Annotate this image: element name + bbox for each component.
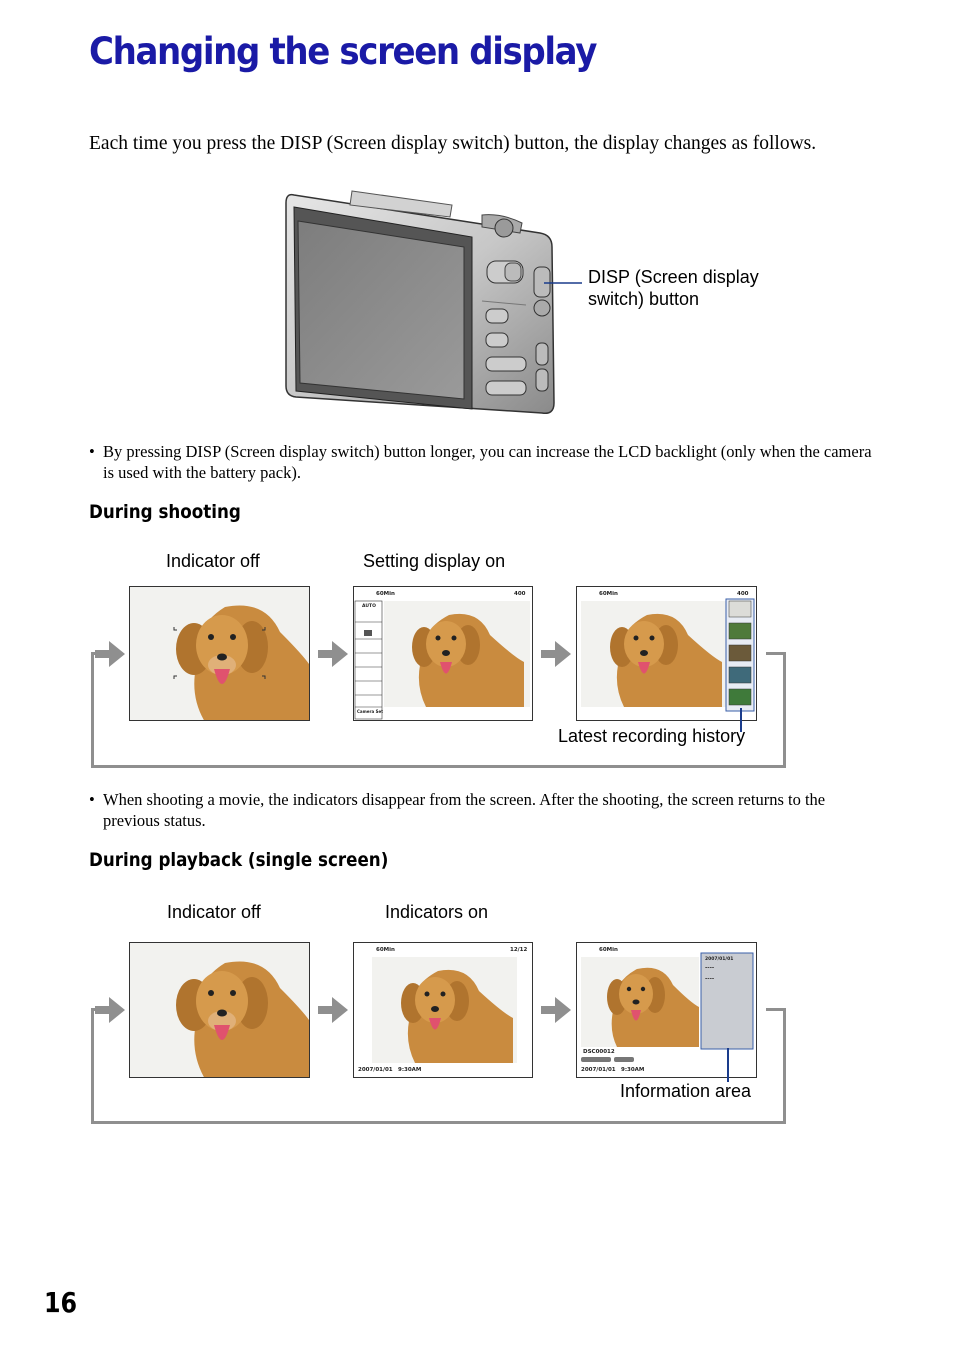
shooting-screen-setting-display: 60Min 400 AUTO Camera Set <box>353 586 533 721</box>
dog-photo <box>130 943 310 1078</box>
loop-cap-right <box>766 1008 786 1011</box>
osd-time: 9:30AM <box>621 1067 644 1073</box>
osd-battery: 60Min <box>599 591 618 597</box>
dog-photo <box>577 587 757 721</box>
page-number: 16 <box>44 1286 77 1319</box>
osd-image-index: 12/12 <box>510 947 527 953</box>
arrow-right-icon <box>95 641 125 667</box>
label-setting-display-on: Setting display on <box>363 551 505 572</box>
osd-date: 2007/01/01 <box>358 1067 393 1073</box>
osd-info-date: 2007/01/01 <box>705 957 733 962</box>
bullet-dot: • <box>89 789 95 810</box>
page-title: Changing the screen display <box>89 30 596 73</box>
osd-time: 9:30AM <box>398 1067 421 1073</box>
osd-info-line: ---- <box>705 976 714 982</box>
label-indicators-on: Indicators on <box>385 902 488 923</box>
heading-shooting: During shooting <box>89 501 241 523</box>
osd-date: 2007/01/01 <box>581 1067 616 1073</box>
arrow-right-icon <box>541 997 571 1023</box>
shooting-screen-indicator-off <box>129 586 310 721</box>
arrow-right-icon <box>318 997 348 1023</box>
osd-camera-set: Camera Set <box>357 709 383 714</box>
label-latest-recording-history: Latest recording history <box>558 726 745 747</box>
playback-screen-indicators-on: 60Min 12/12 2007/01/01 9:30AM <box>353 942 533 1078</box>
osd-mode: AUTO <box>362 604 376 609</box>
osd-battery: 60Min <box>599 947 618 953</box>
label-indicator-off: Indicator off <box>167 902 261 923</box>
dog-photo <box>354 587 533 721</box>
disp-button-callout: DISP (Screen display switch) button <box>588 266 788 310</box>
label-indicator-off: Indicator off <box>166 551 260 572</box>
arrow-right-icon <box>541 641 571 667</box>
loop-cap-right <box>766 652 786 655</box>
arrow-right-icon <box>95 997 125 1023</box>
heading-playback: During playback (single screen) <box>89 849 388 871</box>
osd-file-number: DSC00012 <box>583 1049 615 1055</box>
note-backlight: • By pressing DISP (Screen display switc… <box>89 441 879 483</box>
note-text: When shooting a movie, the indicators di… <box>103 789 879 831</box>
shooting-screen-recording-history: 60Min 400 <box>576 586 757 721</box>
note-text: By pressing DISP (Screen display switch)… <box>103 441 879 483</box>
osd-shot-count: 400 <box>737 591 748 597</box>
info-callout-line <box>727 1048 729 1082</box>
osd-shot-count: 400 <box>514 591 525 597</box>
label-information-area: Information area <box>620 1081 751 1102</box>
camera-illustration <box>282 183 582 423</box>
arrow-right-icon <box>318 641 348 667</box>
note-movie: • When shooting a movie, the indicators … <box>89 789 879 831</box>
intro-text: Each time you press the DISP (Screen dis… <box>89 133 816 155</box>
dog-photo <box>130 587 310 721</box>
osd-battery: 60Min <box>376 947 395 953</box>
bullet-dot: • <box>89 441 95 462</box>
dog-photo <box>577 943 757 1078</box>
playback-screen-information-area: 60Min 2007/01/01 ---- ---- DSC00012 2007… <box>576 942 757 1078</box>
dog-photo <box>354 943 533 1078</box>
osd-battery: 60Min <box>376 591 395 597</box>
playback-screen-indicator-off <box>129 942 310 1078</box>
osd-info-line: ---- <box>705 965 714 971</box>
